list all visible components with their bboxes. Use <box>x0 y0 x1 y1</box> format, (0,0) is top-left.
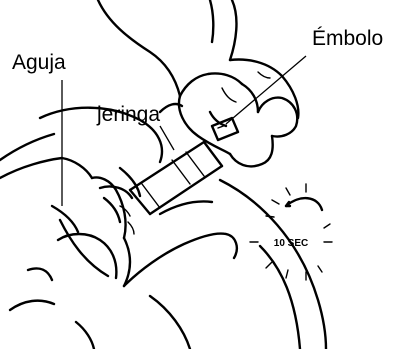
syringe-label: jeringa <box>97 104 160 125</box>
plunger-label: Émbolo <box>312 28 383 49</box>
syringe-barrel <box>130 142 222 214</box>
needle-label: Aguja <box>12 52 66 73</box>
timer-label: 10 SEC <box>274 238 308 249</box>
upper-hand <box>98 0 298 166</box>
timer-icon: 10 SEC <box>250 184 332 280</box>
